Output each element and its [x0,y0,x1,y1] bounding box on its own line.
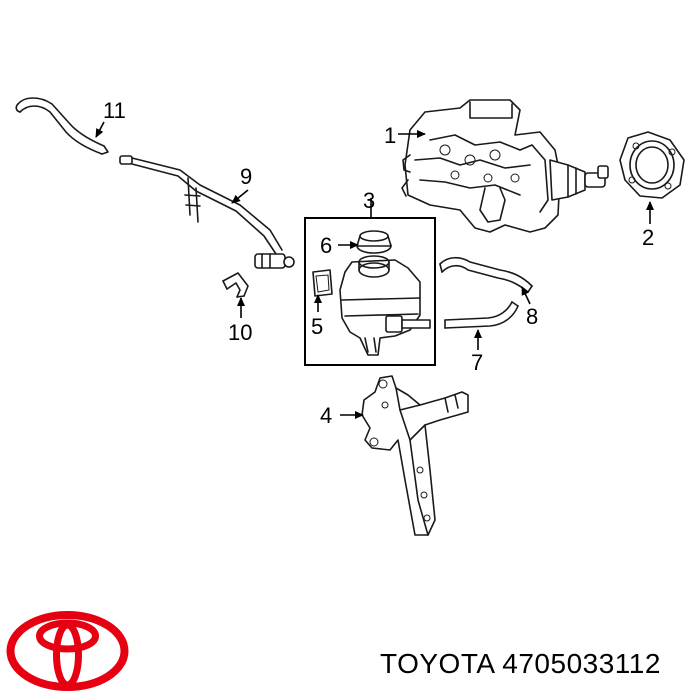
callout-9: 9 [240,164,252,189]
callout-8: 8 [526,304,538,329]
callout-10: 10 [228,320,252,345]
part-2-gasket [619,131,685,199]
part-8-hose [439,256,533,293]
part-7-hose [444,301,519,329]
callout-7: 7 [471,350,483,375]
part-11-hose [15,97,109,155]
part-caption: TOYOTA 4705033112 [380,648,661,680]
callout-6: 6 [320,233,332,258]
reservoir-group-box [304,217,436,366]
callout-1: 1 [384,123,396,148]
toyota-logo-icon [6,611,129,691]
brand-name: TOYOTA [380,648,494,679]
part-number: 4705033112 [502,648,661,679]
callout-5: 5 [311,314,323,339]
leader-lines [95,121,654,419]
callout-3: 3 [363,188,375,213]
part-5-filter [312,269,333,297]
callout-4: 4 [320,403,332,428]
part-6-cap [356,230,392,254]
part-3-reservoir [339,255,431,356]
part-10-hose [222,272,249,298]
part-4-bracket [361,375,469,536]
callout-11: 11 [103,98,126,123]
part-1-booster-assembly [401,99,609,233]
callout-2: 2 [642,225,654,250]
part-9-tube [119,155,295,269]
